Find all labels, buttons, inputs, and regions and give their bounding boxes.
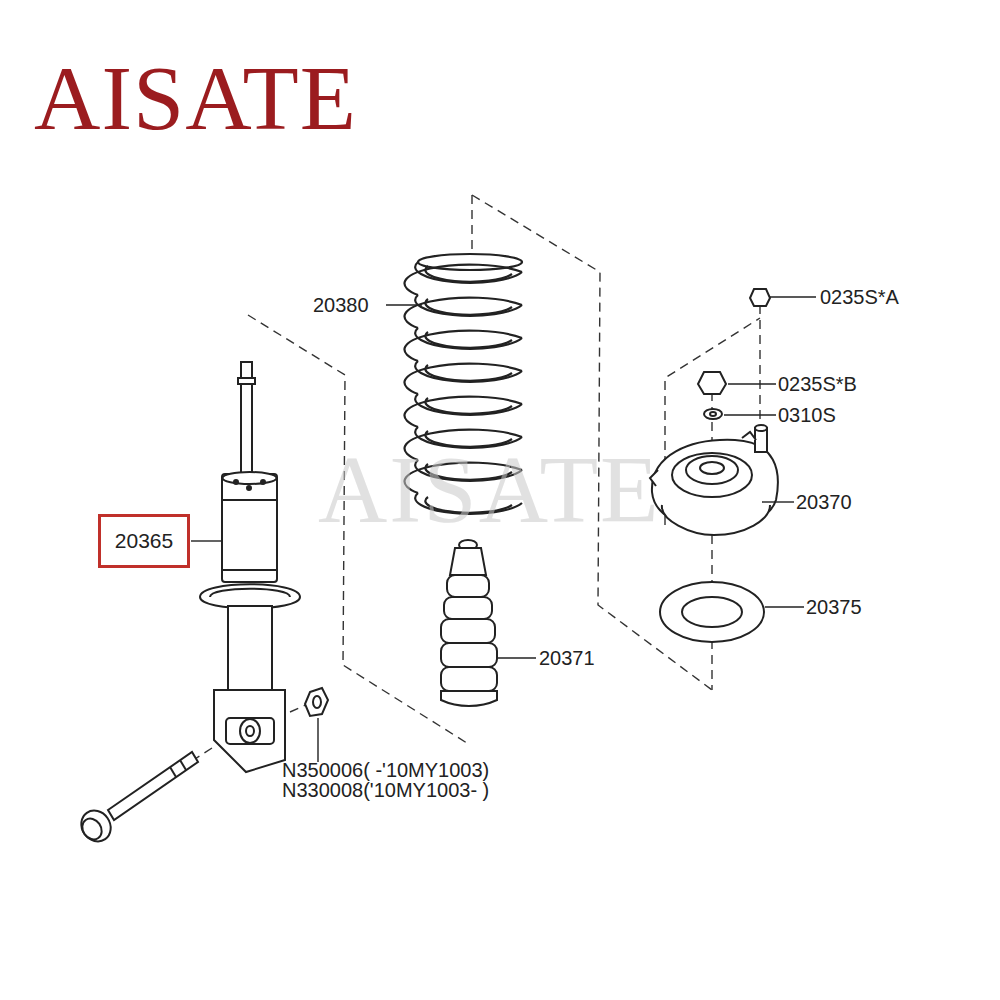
leader-line [386, 304, 422, 305]
flange-nut [305, 688, 328, 716]
shock-absorber [234, 480, 238, 484]
spring-coil [425, 299, 512, 315]
shock-absorber [200, 362, 300, 772]
spring-coil [404, 364, 522, 394]
bolt [75, 805, 116, 847]
leader-line [191, 540, 222, 541]
bump-stop [447, 575, 489, 597]
shock-absorber [228, 606, 272, 690]
bump-stop [441, 643, 497, 667]
spring-coil [425, 398, 512, 414]
shock-absorber [214, 690, 285, 772]
spring-coil [404, 331, 522, 361]
flange-nut [317, 718, 318, 762]
top-mount [662, 505, 770, 535]
top-mount [770, 296, 816, 297]
spring-coil [418, 254, 522, 270]
callout-number: N330008('10MY1003- ) [282, 778, 489, 802]
shock-absorber [222, 474, 277, 582]
top-mount [765, 606, 804, 607]
flange-nut [313, 696, 321, 708]
bump-stop [441, 667, 497, 691]
top-mount [755, 425, 767, 431]
bolt [75, 752, 198, 847]
dashed-guide [471, 195, 472, 255]
top-mount [672, 453, 752, 497]
spring-coil [425, 365, 512, 381]
shock-absorber [210, 589, 290, 597]
callout-number: 20375 [806, 595, 862, 619]
brand-logo: AISATE [34, 48, 357, 148]
shock-absorber [222, 569, 277, 571]
callout-number: 0235S*A [820, 285, 899, 309]
bump-stop [450, 548, 486, 575]
top-mount [724, 414, 776, 415]
bump-stop [498, 657, 536, 658]
top-mount [710, 412, 716, 416]
top-mount [742, 432, 756, 440]
top-mount [686, 456, 738, 484]
watermark: AISATE [318, 440, 661, 540]
shock-absorber [226, 718, 274, 744]
top-mount [682, 597, 742, 627]
shock-absorber [200, 584, 300, 608]
top-mount [700, 462, 724, 474]
shock-absorber [247, 486, 251, 490]
top-mount [704, 409, 722, 419]
callout-number: 20371 [539, 646, 595, 670]
spring-coil [425, 332, 512, 348]
bump-stop [441, 540, 536, 706]
bump-stop [444, 597, 492, 619]
bolt [170, 767, 176, 777]
spring-coil [405, 298, 522, 328]
shock-absorber [223, 472, 277, 484]
callout-number: 20370 [796, 490, 852, 514]
top-mount [660, 582, 764, 642]
top-mount [698, 372, 726, 394]
top-mount [650, 289, 816, 642]
bump-stop [441, 691, 497, 706]
callout-number: 0235S*B [778, 372, 857, 396]
highlight-box: 20365 [98, 514, 190, 568]
bolt [108, 752, 198, 820]
shock-absorber [238, 378, 255, 384]
shock-absorber [240, 719, 260, 743]
callout-number: N350006( -'10MY1003) [282, 758, 489, 782]
bump-stop [441, 619, 495, 643]
callout-number: 20365 [101, 528, 187, 554]
top-mount [728, 383, 776, 384]
callout-number: 20380 [313, 293, 369, 317]
shock-absorber [246, 726, 254, 736]
bolt [180, 760, 186, 770]
dashed-guide [759, 305, 760, 425]
bolt [78, 815, 105, 843]
flange-nut [305, 688, 328, 762]
top-mount [762, 501, 794, 502]
callout-number: 0310S [778, 403, 836, 427]
spring-coil [404, 397, 522, 427]
top-mount [750, 289, 770, 306]
shock-absorber [222, 499, 277, 501]
shock-absorber [261, 480, 265, 484]
